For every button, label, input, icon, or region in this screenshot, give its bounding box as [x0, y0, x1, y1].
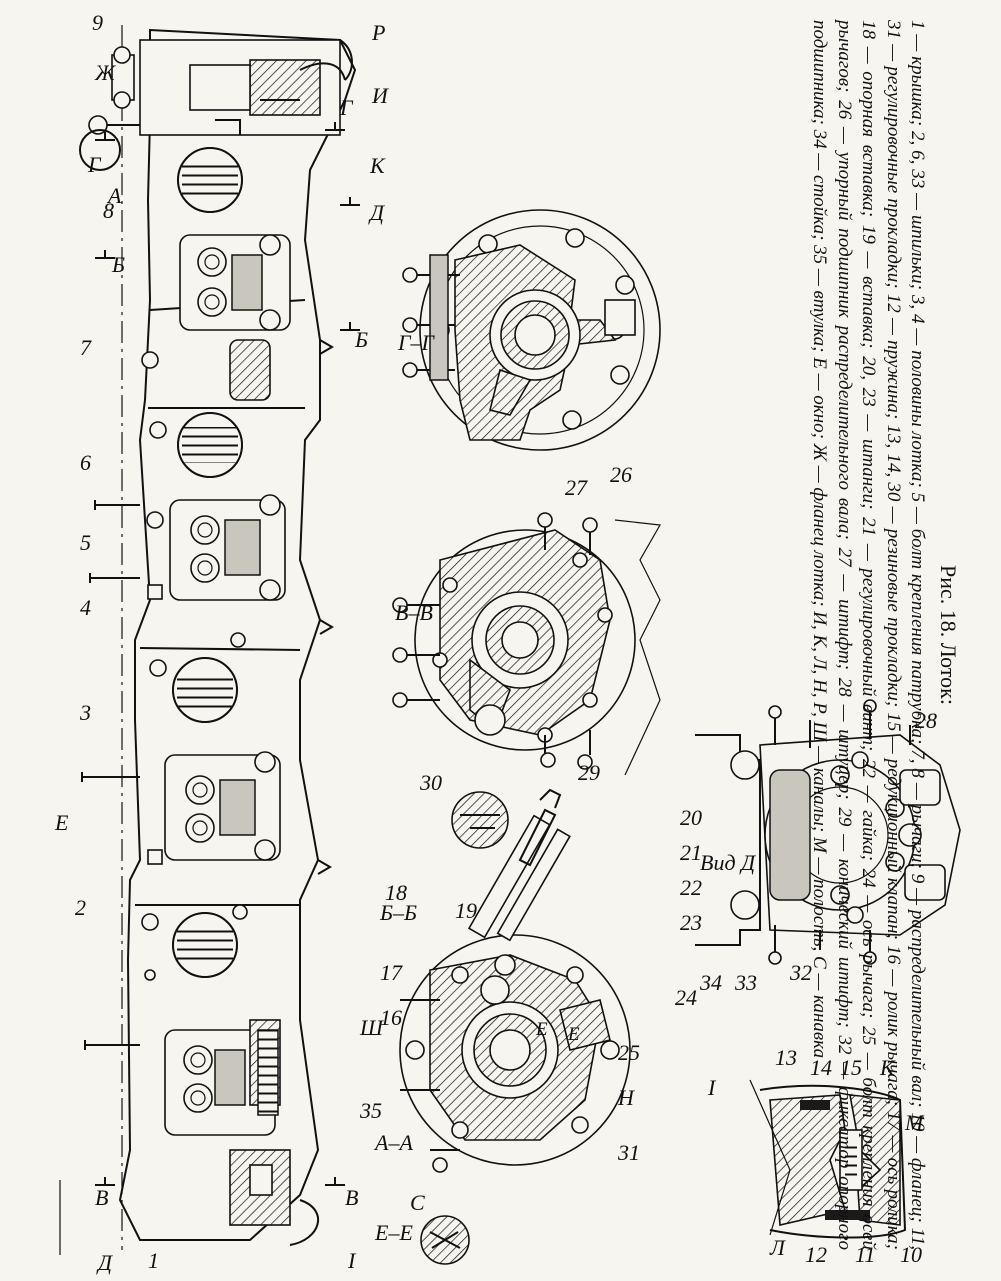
label-sec-vv: В–В	[395, 600, 433, 625]
label-24: 24	[675, 985, 697, 1010]
label-19: 19	[455, 898, 477, 923]
label-11: 11	[855, 1242, 875, 1267]
label-34: 34	[699, 970, 722, 995]
label-15: 15	[840, 1055, 862, 1080]
label-31: 31	[617, 1140, 640, 1165]
label-20: 20	[680, 805, 702, 830]
label-4: 4	[80, 595, 91, 620]
lever-unit-2	[169, 494, 286, 601]
label-i-right: И	[371, 83, 389, 108]
label-v-right: В	[345, 1185, 358, 1210]
drawing-labels: 9 Ж Р И К Г Г А 8 Д Б 7 Б 6 5 4 3 Е 2 Ш …	[54, 10, 937, 1275]
label-v-left: В	[95, 1185, 108, 1210]
label-sec-aa: А–А	[373, 1130, 413, 1155]
view-D	[695, 699, 961, 965]
tray-window-2	[177, 412, 243, 478]
detail-I	[749, 1079, 907, 1239]
tray-window-3	[172, 657, 238, 723]
label-r: Р	[371, 20, 385, 45]
bushing-35	[257, 1029, 279, 1116]
label-3: 3	[79, 700, 91, 725]
label-e2: Е	[567, 1024, 580, 1045]
label-21: 21	[680, 840, 702, 865]
label-12: 12	[805, 1242, 827, 1267]
label-16: 16	[380, 1005, 402, 1030]
label-g-left: Г	[87, 152, 102, 177]
label-32: 32	[789, 960, 812, 985]
label-sec-gg: Г–Г	[397, 330, 436, 355]
label-k-det: К	[879, 1055, 896, 1080]
label-6: 6	[80, 450, 91, 475]
label-10: 10	[900, 1242, 922, 1267]
label-8: 8	[103, 198, 114, 223]
caption-legend: 1 — крышка; 2, 6, 33 — шпильки; 3, 4 — п…	[809, 20, 929, 1250]
label-18: 18	[385, 880, 407, 905]
label-25: 25	[618, 1040, 640, 1065]
label-sec-bb: Б–Б	[379, 900, 417, 925]
label-17: 17	[380, 960, 403, 985]
label-30: 30	[419, 770, 442, 795]
section-BB-AA	[399, 788, 631, 1265]
label-9: 9	[92, 10, 103, 35]
label-zh: Ж	[94, 60, 116, 85]
label-vid-d: Вид Д	[700, 850, 756, 875]
label-33: 33	[734, 970, 757, 995]
label-29: 29	[578, 760, 600, 785]
caption-title: Рис. 18. Лоток:	[936, 565, 961, 705]
label-23: 23	[680, 910, 702, 935]
tray-window-4	[172, 912, 238, 978]
label-2: 2	[75, 895, 86, 920]
section-GG	[402, 209, 661, 451]
tray-window-1	[177, 147, 243, 213]
label-d-left: Д	[96, 1250, 113, 1275]
label-g-right: Г	[339, 95, 354, 120]
label-n: Н	[617, 1085, 635, 1110]
label-d-top: Д	[368, 200, 385, 225]
label-sec-ee: Е–Е	[374, 1220, 413, 1245]
label-5: 5	[80, 530, 91, 555]
studs-left	[81, 115, 140, 1050]
section-VV	[392, 512, 661, 849]
label-26: 26	[610, 462, 632, 487]
label-k-top: К	[369, 153, 386, 178]
label-a-top: А	[106, 183, 122, 208]
label-7: 7	[80, 335, 92, 360]
lever-unit-3	[164, 751, 281, 861]
label-s: С	[410, 1190, 425, 1215]
label-35: 35	[359, 1098, 382, 1123]
label-i-detail: I	[707, 1075, 717, 1100]
label-b-mark: Б	[354, 327, 368, 352]
pushrods	[467, 788, 571, 942]
label-m: М	[904, 1110, 925, 1135]
label-sh: Ш	[359, 1015, 384, 1040]
label-e1: Е	[535, 1019, 548, 1040]
label-13: 13	[775, 1045, 797, 1070]
label-28: 28	[915, 708, 937, 733]
label-1: 1	[148, 1248, 159, 1273]
label-27: 27	[565, 475, 588, 500]
figure-caption: Рис. 18. Лоток: 1 — крышка; 2, 6, 33 — ш…	[660, 20, 962, 1250]
lever-unit-1	[179, 234, 291, 331]
label-22: 22	[680, 875, 702, 900]
label-i-left: I	[347, 1248, 357, 1273]
tray-assembly	[59, 25, 360, 1255]
label-l: Л	[769, 1235, 786, 1260]
edge-nuts	[141, 351, 248, 981]
label-e: Е	[54, 810, 69, 835]
label-b-top: Б	[111, 252, 125, 277]
label-14: 14	[810, 1055, 832, 1080]
